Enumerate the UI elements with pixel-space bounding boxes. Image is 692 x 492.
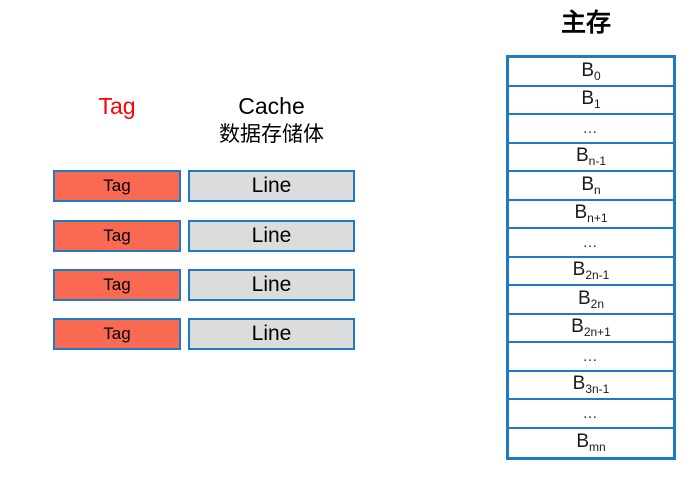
memory-block-row[interactable]: B2n+1 [509,315,673,343]
memory-block-index: 0 [594,68,601,83]
tag-column-header: Tag [98,93,136,119]
memory-block-index: n [594,182,601,197]
memory-block-ellipsis[interactable]: … [509,400,673,429]
memory-block-row[interactable]: B3n-1 [509,372,673,400]
memory-block-index: 2n [590,296,605,311]
memory-block-index: 2n-1 [585,268,610,283]
cache-diagram: Tag Cache 数据存储体 Tag Line Tag Line Tag Li… [0,92,420,350]
cache-line-row: Tag Line [0,318,420,350]
cache-line-row: Tag Line [0,269,420,301]
main-memory-title: 主存 [560,9,611,37]
cache-tag-cell[interactable]: Tag [53,220,181,252]
memory-block-row[interactable]: Bmn [509,429,673,458]
cache-tag-cell[interactable]: Tag [53,318,181,350]
memory-block-row[interactable]: B2n-1 [509,258,673,286]
cache-data-line-cell[interactable]: Line [188,269,355,301]
memory-block-label: Bn+1 [574,202,608,226]
memory-block-index: n-1 [588,154,607,169]
cache-data-line-cell[interactable]: Line [188,318,355,350]
memory-block-index: 1 [594,97,601,112]
cache-column-header-en: Cache [238,93,305,119]
cache-line-row: Tag Line [0,170,420,202]
memory-block-label: B2n [577,287,605,311]
memory-block-label: B3n-1 [572,373,610,397]
memory-block-label: B2n+1 [571,316,611,340]
memory-block-row[interactable]: B1 [509,87,673,115]
cache-data-line-cell[interactable]: Line [188,220,355,252]
memory-block-row[interactable]: Bn [509,172,673,201]
memory-block-label: Bn-1 [575,145,607,169]
memory-block-row[interactable]: Bn-1 [509,144,673,172]
memory-block-ellipsis[interactable]: … [509,229,673,258]
cache-column-headers: Tag Cache 数据存储体 [0,92,420,162]
cache-tag-cell[interactable]: Tag [53,269,181,301]
memory-block-label: B2n-1 [572,259,610,283]
memory-block-index: mn [589,440,606,455]
memory-block-label: Bn [581,173,601,197]
memory-block-row[interactable]: B0 [509,58,673,87]
cache-column-header-cn: 数据存储体 [219,123,324,146]
memory-block-label: Bmn [576,431,606,455]
memory-block-index: 3n-1 [585,382,610,397]
memory-block-index: n+1 [587,211,608,226]
memory-block-ellipsis[interactable]: … [509,343,673,372]
cache-tag-cell[interactable]: Tag [53,170,181,202]
cache-line-row: Tag Line [0,220,420,252]
memory-block-index: 2n+1 [583,325,611,340]
memory-block-label: B0 [581,59,601,83]
cache-column-header: Cache 数据存储体 [188,92,355,148]
cache-data-line-cell[interactable]: Line [188,170,355,202]
memory-block-ellipsis[interactable]: … [509,115,673,144]
memory-block-label: B1 [581,88,601,112]
memory-block-row[interactable]: Bn+1 [509,201,673,229]
memory-block-row[interactable]: B2n [509,286,673,315]
